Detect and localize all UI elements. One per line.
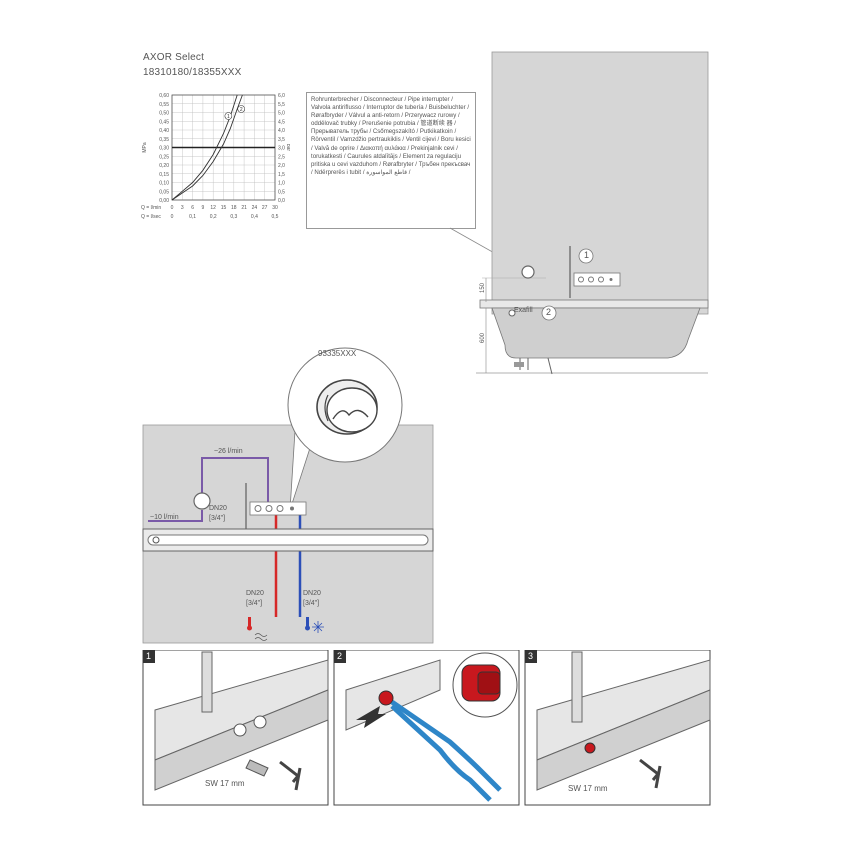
x-lmin-tick: 30 bbox=[272, 205, 278, 211]
step-1-panel bbox=[142, 650, 329, 806]
hot-dn-label: DN20 bbox=[246, 590, 264, 597]
y-left-tick: 0,55 bbox=[159, 102, 169, 108]
dimension-600: 600 bbox=[480, 332, 487, 344]
x-ls-tick: 0,5 bbox=[272, 214, 279, 220]
x-lmin-tick: 21 bbox=[241, 205, 247, 211]
x-lmin-tick: 3 bbox=[181, 205, 184, 211]
flow-left-label: ~10 l/min bbox=[150, 514, 179, 521]
x-lmin-tick: 24 bbox=[252, 205, 258, 211]
y-left-tick: 0,50 bbox=[159, 111, 169, 117]
disconnector-note: Rohrunterbrecher / Disconnecteur / Pipe … bbox=[306, 92, 476, 229]
y-right-tick: 0,5 bbox=[278, 189, 285, 195]
y-left-tick: 0,05 bbox=[159, 189, 169, 195]
brand-title: AXOR Select bbox=[143, 52, 205, 63]
y-left-tick: 0,60 bbox=[159, 93, 169, 99]
x-lmin-tick: 12 bbox=[210, 205, 216, 211]
y-left-tick: 0,35 bbox=[159, 137, 169, 143]
installation-overview bbox=[449, 51, 709, 375]
x-lmin-label: Q = l/min bbox=[141, 205, 161, 211]
hot-inch-label: [3/4"] bbox=[246, 600, 263, 607]
step-3-caption: SW 17 mm bbox=[568, 784, 608, 793]
step-2-panel bbox=[333, 650, 520, 806]
x-lmin-tick: 9 bbox=[202, 205, 205, 211]
x-lmin-tick: 27 bbox=[262, 205, 268, 211]
step-3-number: 3 bbox=[528, 651, 534, 661]
bathtub bbox=[491, 307, 701, 359]
y-right-tick: 2,5 bbox=[278, 154, 285, 160]
step-panels bbox=[142, 650, 711, 806]
step-3-panel bbox=[524, 650, 711, 806]
y-right-tick: 6,0 bbox=[278, 93, 285, 99]
x-lmin-tick: 18 bbox=[231, 205, 237, 211]
x-ls-tick: 0 bbox=[171, 214, 174, 220]
x-lmin-tick: 15 bbox=[221, 205, 227, 211]
callout-1: 1 bbox=[584, 250, 590, 260]
cold-inch-label: [3/4"] bbox=[303, 600, 320, 607]
flow-top-label: ~26 l/min bbox=[214, 448, 243, 455]
detail-disconnector-icon bbox=[193, 492, 211, 510]
y-right-tick: 3,0 bbox=[278, 146, 285, 152]
x-ls-tick: 0,4 bbox=[251, 214, 258, 220]
x-ls-tick: 0,3 bbox=[230, 214, 237, 220]
y-right-tick: 4,5 bbox=[278, 119, 285, 125]
y-right-tick: 1,5 bbox=[278, 172, 285, 178]
y-left-tick: 0,40 bbox=[159, 128, 169, 134]
x-ls-label: Q = l/sec bbox=[141, 214, 161, 220]
y-left-tick: 0,10 bbox=[159, 181, 169, 187]
y-right-unit: bar bbox=[285, 144, 290, 152]
series-marker-2 bbox=[237, 105, 246, 113]
y-right-tick: 5,0 bbox=[278, 111, 285, 117]
step-1-number: 1 bbox=[146, 651, 152, 661]
y-right-tick: 2,0 bbox=[278, 163, 285, 169]
part-number: 93335XXX bbox=[318, 349, 357, 358]
pipe-dn-label: DN20 bbox=[209, 505, 227, 512]
y-left-tick: 0,45 bbox=[159, 119, 169, 125]
series-label-2: 2 bbox=[240, 107, 243, 113]
y-left-tick: 0,20 bbox=[159, 163, 169, 169]
step-2-number: 2 bbox=[337, 651, 343, 661]
x-ls-tick: 0,2 bbox=[210, 214, 217, 220]
detail-thermostat-module bbox=[249, 501, 307, 516]
pipe-inch-label: [3/4"] bbox=[209, 515, 226, 522]
callout-2: 2 bbox=[546, 307, 552, 317]
x-ls-tick: 0,1 bbox=[189, 214, 196, 220]
model-number: 18310180/18355XXX bbox=[143, 67, 242, 78]
y-right-tick: 4,0 bbox=[278, 128, 285, 134]
flow-pressure-chart: 0,600,550,500,450,400,350,300,250,200,15… bbox=[141, 93, 290, 220]
thermostat-module bbox=[573, 272, 621, 287]
y-left-unit: MPa bbox=[142, 142, 148, 153]
step-1-caption: SW 17 mm bbox=[205, 779, 245, 788]
y-left-tick: 0,30 bbox=[159, 146, 169, 152]
cold-dn-label: DN20 bbox=[303, 590, 321, 597]
x-lmin-tick: 6 bbox=[191, 205, 194, 211]
y-right-tick: 5,5 bbox=[278, 102, 285, 108]
pipe-disconnector-icon bbox=[521, 265, 535, 279]
exafill-label: Exafill bbox=[514, 307, 533, 314]
y-right-tick: 0,0 bbox=[278, 198, 285, 204]
y-left-tick: 0,25 bbox=[159, 154, 169, 160]
piping-detail bbox=[142, 347, 434, 644]
series-label-1: 1 bbox=[227, 114, 230, 120]
y-right-tick: 1,0 bbox=[278, 181, 285, 187]
y-left-tick: 0,15 bbox=[159, 172, 169, 178]
x-lmin-tick: 0 bbox=[171, 205, 174, 211]
series-marker-1 bbox=[224, 112, 233, 120]
series-line-2 bbox=[171, 94, 243, 201]
y-left-tick: 0,00 bbox=[159, 198, 169, 204]
y-right-tick: 3,5 bbox=[278, 137, 285, 143]
dimension-150: 150 bbox=[480, 282, 487, 294]
